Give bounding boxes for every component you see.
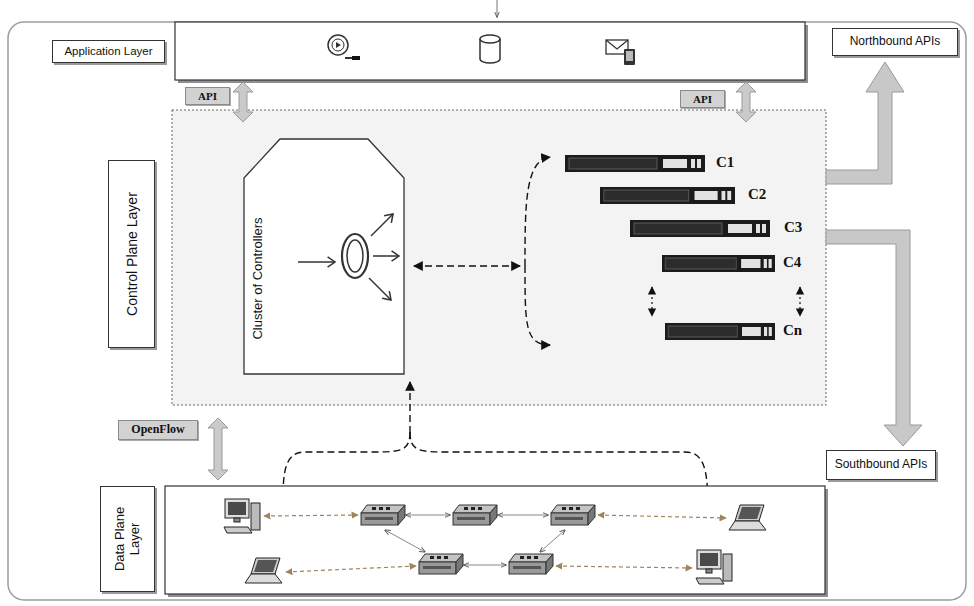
cluster-outline	[243, 138, 405, 375]
vertical-label: Cluster of Controllers	[251, 217, 266, 339]
box-text: OpenFlow	[131, 423, 184, 437]
mail-phone-icon	[606, 40, 635, 65]
box-text: Southbound APIs	[835, 458, 928, 472]
server-icon	[662, 255, 775, 272]
api-arrows	[208, 82, 756, 480]
server-icon	[665, 323, 775, 340]
more-servers-arrows	[652, 287, 800, 316]
api-label-box: Southbound APIs	[826, 450, 936, 480]
video-icon	[328, 35, 360, 60]
distribution-icon	[298, 214, 399, 300]
controller-cluster: Cluster of Controllers	[243, 138, 405, 375]
control-plane-region	[172, 110, 826, 405]
switch-icon	[551, 505, 595, 525]
box-text: Application Layer	[64, 45, 152, 58]
input-arrow	[497, 0, 498, 17]
host-links	[264, 515, 726, 572]
laptop-icon	[245, 558, 282, 583]
server-label: C2	[748, 186, 766, 203]
server-icon	[600, 187, 735, 204]
box-text: API	[693, 93, 712, 106]
server-icon	[630, 220, 770, 237]
api-label-box: Northbound APIs	[832, 28, 958, 56]
servers	[565, 155, 775, 340]
southbound-arrow	[826, 230, 922, 446]
vertical-label: Control Plane Layer	[123, 192, 139, 316]
host-pc-icon	[224, 499, 260, 533]
application-band	[175, 22, 805, 80]
switch-icon	[361, 505, 405, 525]
data-plane-band	[165, 486, 825, 594]
laptop-icon	[729, 505, 766, 530]
network-devices	[224, 499, 766, 584]
server-label: C4	[783, 254, 801, 271]
layer-label-box: Application Layer	[52, 40, 165, 63]
protocol-tag: OpenFlow	[118, 420, 198, 440]
cluster-shape	[244, 139, 404, 374]
server-label: Cn	[783, 322, 802, 339]
api-tag: API	[185, 87, 230, 106]
database-icon	[480, 35, 500, 63]
server-label: C1	[716, 154, 734, 171]
switch-icon	[453, 505, 497, 525]
box-text: Northbound APIs	[850, 35, 941, 49]
layer-label-box: Control Plane Layer	[108, 160, 155, 348]
box-text: API	[198, 90, 217, 103]
api-tag: API	[680, 90, 725, 109]
northbound-arrow	[826, 62, 904, 184]
switch-icon	[509, 554, 553, 574]
server-icon	[565, 155, 705, 172]
server-label: C3	[784, 219, 802, 236]
vertical-label: Data Plane Layer	[113, 499, 143, 579]
host-pc-icon	[696, 550, 732, 584]
layer-label-box: Data Plane Layer	[100, 486, 155, 592]
outer-frame	[8, 22, 966, 600]
switch-icon	[419, 554, 463, 574]
